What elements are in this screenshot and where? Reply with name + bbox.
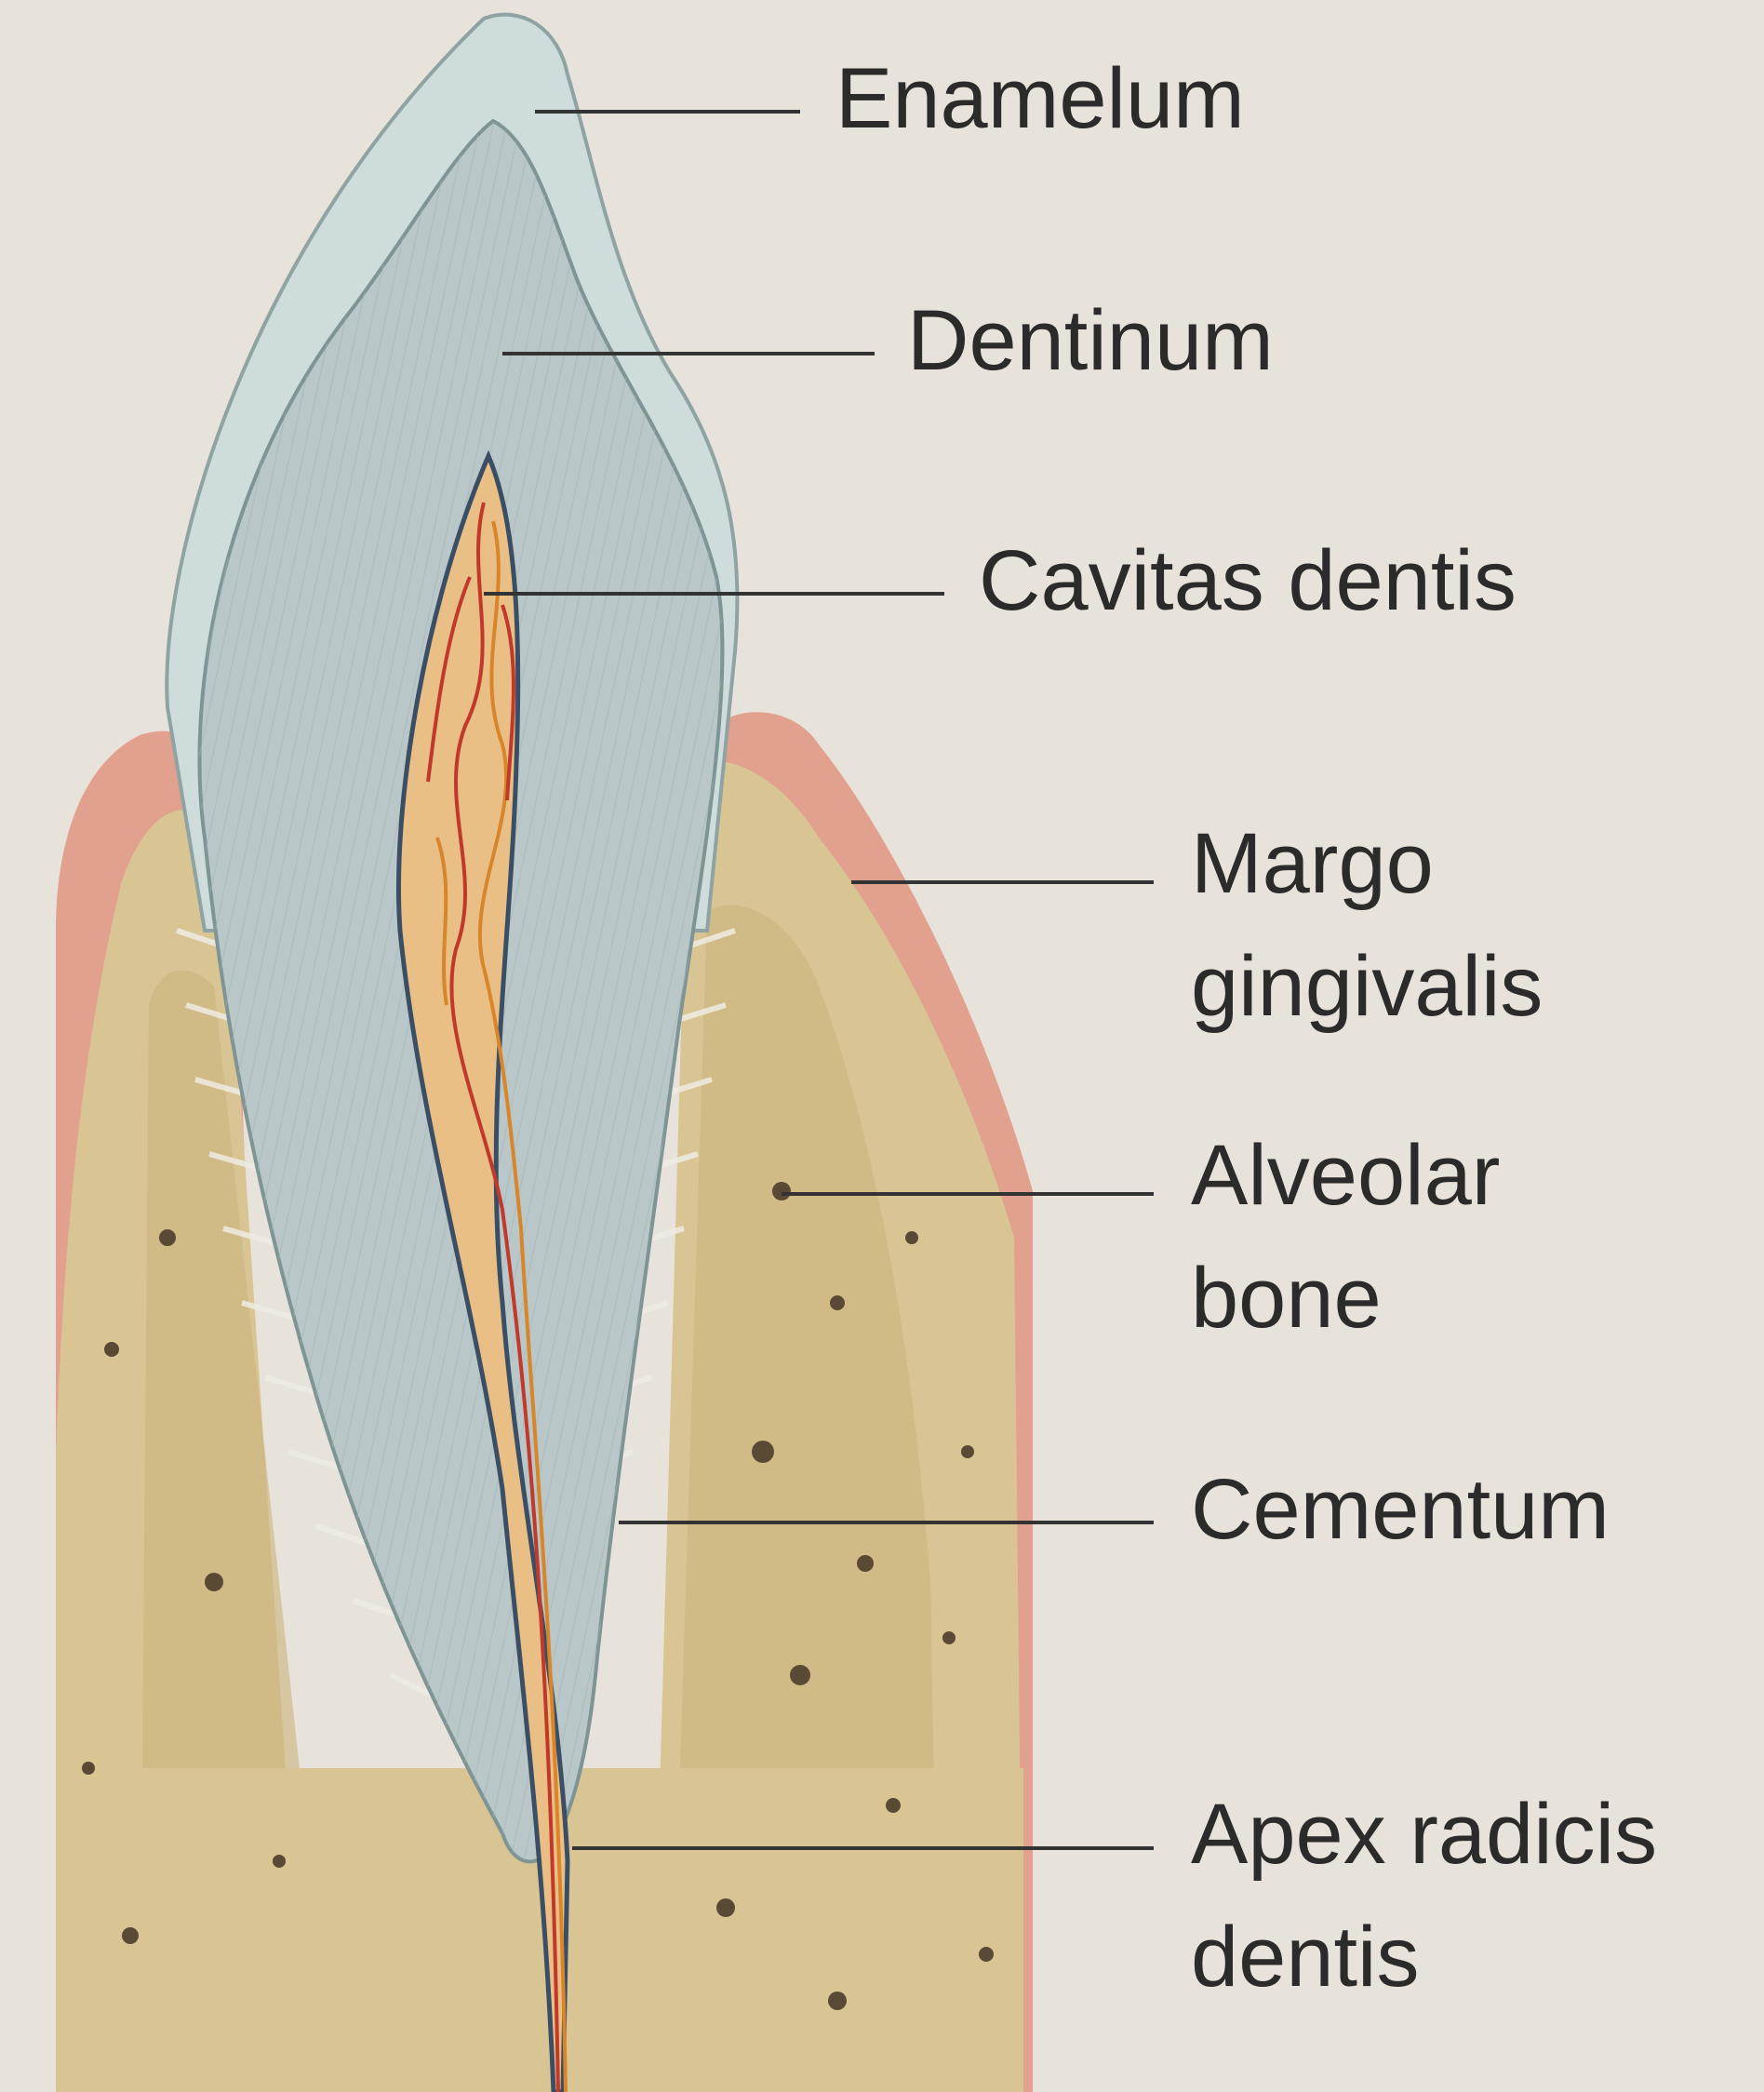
label-cementum: Cementum [1191,1448,1610,1571]
label-alveolar-bone: Alveolar bone [1191,1114,1500,1360]
label-cavitas-dentis: Cavitas dentis [979,519,1517,642]
label-apex-radicis-dentis: Apex radicis dentis [1191,1773,1657,2018]
label-dentinum: Dentinum [907,279,1274,402]
label-enamelum: Enamelum [835,37,1245,160]
label-margo-gingivalis: Margo gingivalis [1191,802,1543,1048]
